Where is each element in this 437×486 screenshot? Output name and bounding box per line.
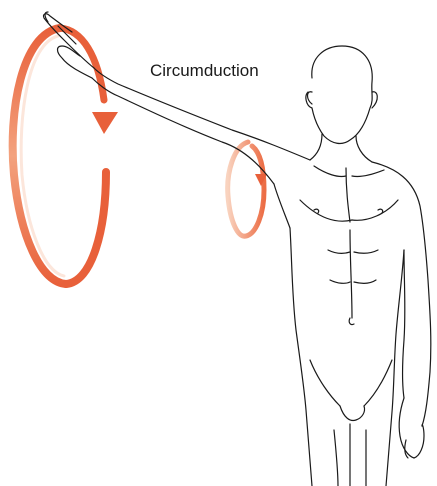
large-loop-arrowhead xyxy=(92,112,118,134)
circumduction-label: Circumduction xyxy=(150,61,259,81)
small-circumduction-loop xyxy=(228,142,264,236)
